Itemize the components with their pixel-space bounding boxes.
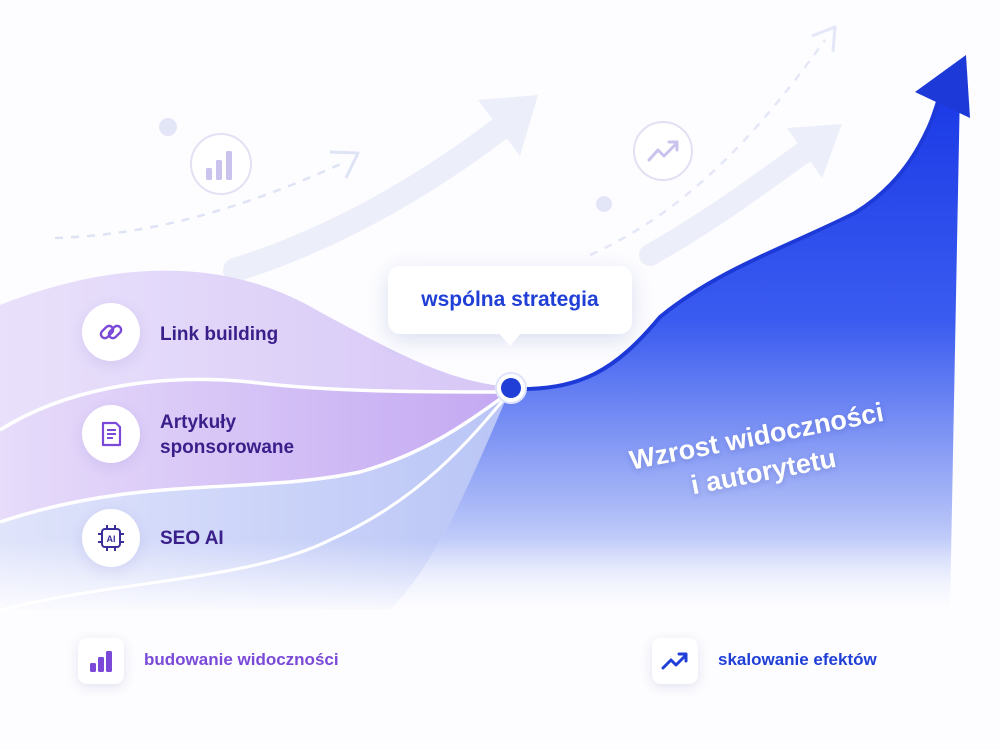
- stream-divider: [0, 390, 512, 524]
- stream-label-sponsored-line2: sponsorowane: [160, 437, 295, 458]
- legend-label-scaling: skalowanie efektów: [718, 650, 877, 669]
- legend-trend-up-icon: [652, 638, 698, 684]
- strategy-callout-label: wspólna strategia: [421, 288, 599, 311]
- growth-line: [509, 99, 942, 392]
- ai-chip-text: AI: [107, 534, 116, 544]
- faint-arrow-center-head: [478, 95, 538, 156]
- dashed-trend-line-right: [589, 39, 827, 257]
- strategy-callout: wspólna strategia: [388, 266, 632, 334]
- bar-chart-icon: [190, 133, 252, 195]
- stream-label-seo-ai: SEO AI: [160, 528, 224, 549]
- document-icon: [82, 405, 140, 463]
- strategy-callout-tail: [498, 332, 522, 346]
- faint-arrow-right: [639, 137, 821, 266]
- dashed-trend-line-left: [54, 160, 346, 240]
- trend-up-icon: [633, 121, 693, 181]
- stream-divider: [0, 391, 512, 612]
- stream-label-sponsored-line1: Artykuły: [160, 412, 237, 433]
- chain-link-icon: [82, 303, 140, 361]
- growth-arrow-head: [915, 55, 970, 118]
- ai-chip-icon: AI: [82, 509, 140, 567]
- stream-label-link-building: Link building: [160, 324, 279, 345]
- strategy-point-core: [501, 378, 521, 398]
- faint-arrow-center: [223, 113, 517, 282]
- faint-arrow-right-head: [787, 124, 842, 178]
- dashed-arrow-head-right: [811, 25, 837, 53]
- stream-label-sponsored-articles: Artykuły sponsorowane: [160, 410, 294, 460]
- decor-dot: [596, 196, 612, 212]
- background-decorations: [54, 25, 842, 282]
- dashed-arrow-head-left: [329, 150, 360, 179]
- legend-label-visibility: budowanie widoczności: [144, 650, 339, 669]
- legend-bar-chart-icon: [78, 638, 124, 684]
- stream-divider: [0, 377, 511, 432]
- decor-dot: [159, 118, 177, 136]
- bottom-fade: [0, 540, 1000, 615]
- growth-area: [390, 88, 960, 610]
